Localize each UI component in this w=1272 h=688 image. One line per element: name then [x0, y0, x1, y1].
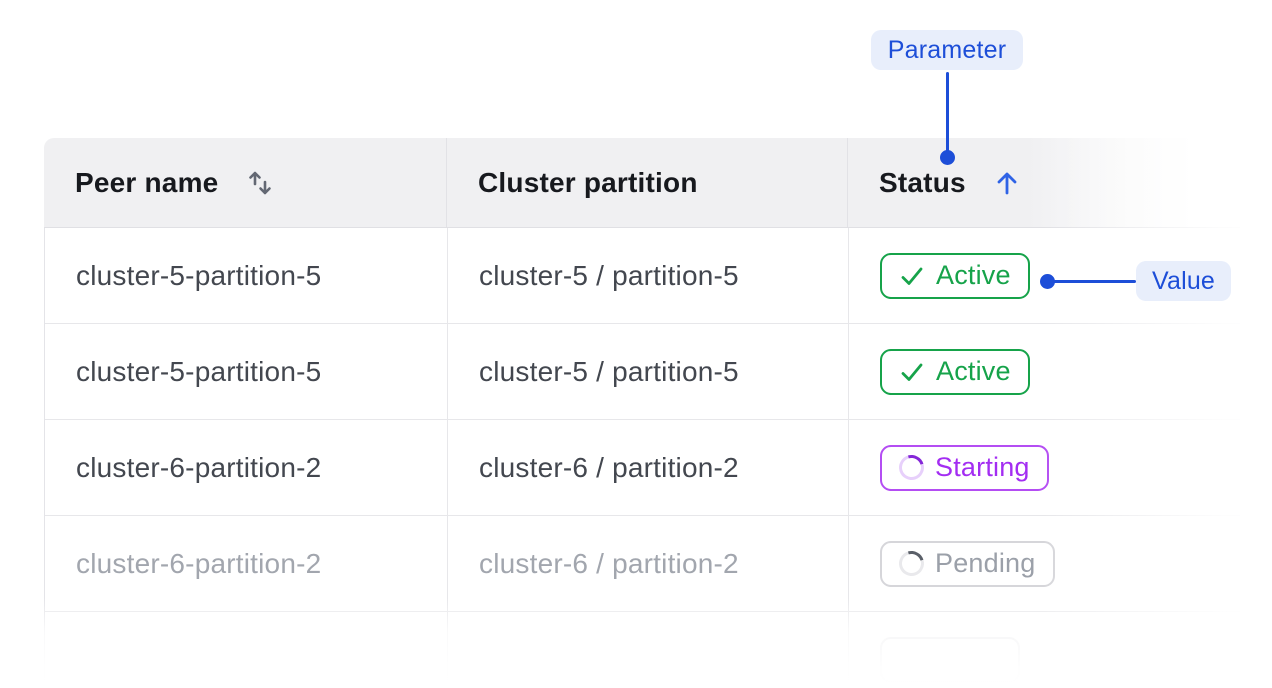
cell-cluster-partition: cluster-5 / partition-5	[447, 228, 848, 323]
cell-cluster-partition: cluster-6 / partition-2	[447, 420, 848, 515]
spinner-icon	[894, 546, 929, 581]
parameter-annotation-pill: Parameter	[871, 30, 1023, 70]
status-badge: Active	[880, 348, 1030, 395]
cell-cluster-partition	[447, 612, 848, 688]
cell-peer-name: cluster-6-partition-2	[76, 547, 322, 579]
table-header-row: Peer name Cluster partition Status	[44, 138, 1240, 228]
column-header-cluster-partition[interactable]: Cluster partition	[446, 138, 847, 227]
table-row[interactable]: cluster-5-partition-5 cluster-5 / partit…	[45, 324, 1240, 420]
cell-peer-name: cluster-5-partition-5	[76, 355, 322, 387]
status-badge	[880, 636, 1020, 683]
table-body: cluster-5-partition-5 cluster-5 / partit…	[44, 228, 1240, 688]
status-badge-label: Pending	[935, 548, 1036, 578]
status-badge-label: Active	[936, 356, 1011, 386]
cell-peer-name: cluster-6-partition-2	[76, 451, 322, 483]
sort-asc-icon	[993, 169, 1021, 197]
cell-cluster-partition: cluster-5 / partition-5	[447, 324, 848, 419]
sort-both-icon	[245, 167, 275, 199]
column-header-label: Cluster partition	[478, 166, 698, 198]
cell-status: Active	[848, 324, 1240, 419]
cell-status: Starting	[848, 420, 1240, 515]
status-badge: Pending	[880, 540, 1055, 587]
status-badge-label: Starting	[935, 452, 1030, 482]
table-row[interactable]: cluster-6-partition-2 cluster-6 / partit…	[45, 420, 1240, 516]
status-badge-label: Active	[936, 260, 1011, 290]
table-row[interactable]	[45, 612, 1240, 688]
cell-status: Pending	[848, 516, 1240, 611]
status-badge: Starting	[880, 444, 1049, 491]
check-icon	[899, 359, 925, 385]
column-header-peer-name[interactable]: Peer name	[44, 138, 446, 227]
peers-table: Peer name Cluster partition Status	[44, 138, 1240, 688]
table-row[interactable]: cluster-5-partition-5 cluster-5 / partit…	[45, 228, 1240, 324]
column-header-label: Peer name	[75, 166, 219, 198]
cell-cluster-partition: cluster-6 / partition-2	[447, 516, 848, 611]
cell-peer-name	[45, 612, 447, 688]
spinner-icon	[894, 450, 929, 485]
cell-status	[848, 612, 1240, 688]
column-header-status[interactable]: Status	[847, 138, 1240, 227]
cell-status: Active	[848, 228, 1240, 323]
table-row[interactable]: cluster-6-partition-2 cluster-6 / partit…	[45, 516, 1240, 612]
column-header-label: Status	[879, 166, 966, 198]
check-icon	[899, 263, 925, 289]
cell-peer-name: cluster-5-partition-5	[76, 259, 322, 291]
status-badge: Active	[880, 252, 1030, 299]
